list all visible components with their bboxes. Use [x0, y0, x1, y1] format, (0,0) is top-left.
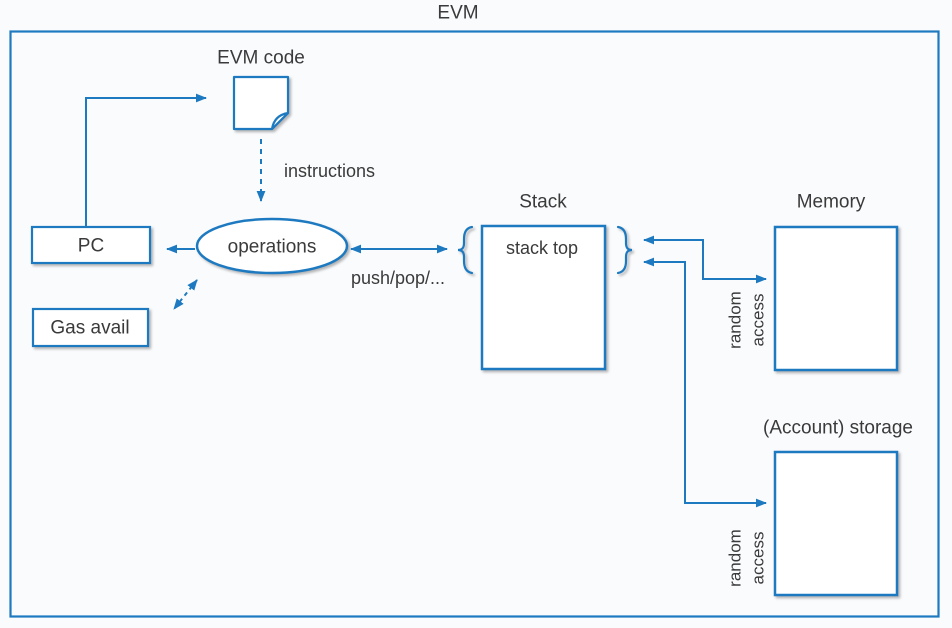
stack-node: Stack stack top: [457, 192, 633, 371]
memory-access-line2: access: [749, 294, 768, 347]
storage-box: [773, 450, 899, 597]
pc-to-evmcode-arrow: [85, 93, 207, 227]
push-pop-label: push/pop/...: [351, 268, 445, 288]
storage-label: (Account) storage: [763, 418, 913, 439]
operations-label: operations: [228, 237, 317, 258]
operations-node: operations: [195, 217, 349, 275]
diagram-title: EVM: [437, 3, 478, 24]
document-fold-corner-icon: [270, 111, 290, 131]
stack-storage-connector: [643, 257, 767, 508]
memory-access-line1: random: [726, 291, 745, 349]
stack-top-label: stack top: [506, 238, 578, 258]
gas-avail-label: Gas avail: [50, 318, 129, 339]
evm-frame: [9, 30, 940, 618]
instructions-label: instructions: [284, 161, 375, 181]
gas-avail-box: [31, 307, 150, 348]
stack-right-brace-icon: [616, 225, 633, 275]
evm-code-label: EVM code: [217, 48, 305, 69]
memory-node: Memory: [773, 192, 899, 372]
memory-label: Memory: [797, 192, 866, 213]
stack-memory-connector: [643, 235, 767, 284]
storage-access-label: random access: [726, 529, 768, 587]
operations-gas-arrow: [173, 279, 198, 310]
stack-box: [480, 224, 607, 371]
operations-ellipse: [195, 217, 349, 275]
memory-box: [773, 225, 899, 372]
storage-node: (Account) storage: [763, 418, 913, 597]
pc-label: PC: [78, 236, 104, 257]
evm-code-node: EVM code: [217, 48, 305, 131]
pc-box: [30, 225, 152, 265]
gas-avail-node: Gas avail: [31, 307, 150, 348]
pc-node: PC: [30, 225, 152, 265]
storage-access-line1: random: [726, 529, 745, 587]
storage-access-line2: access: [749, 532, 768, 585]
stack-left-brace-icon: [457, 225, 474, 275]
stack-label: Stack: [519, 192, 567, 213]
memory-access-label: random access: [726, 291, 768, 349]
